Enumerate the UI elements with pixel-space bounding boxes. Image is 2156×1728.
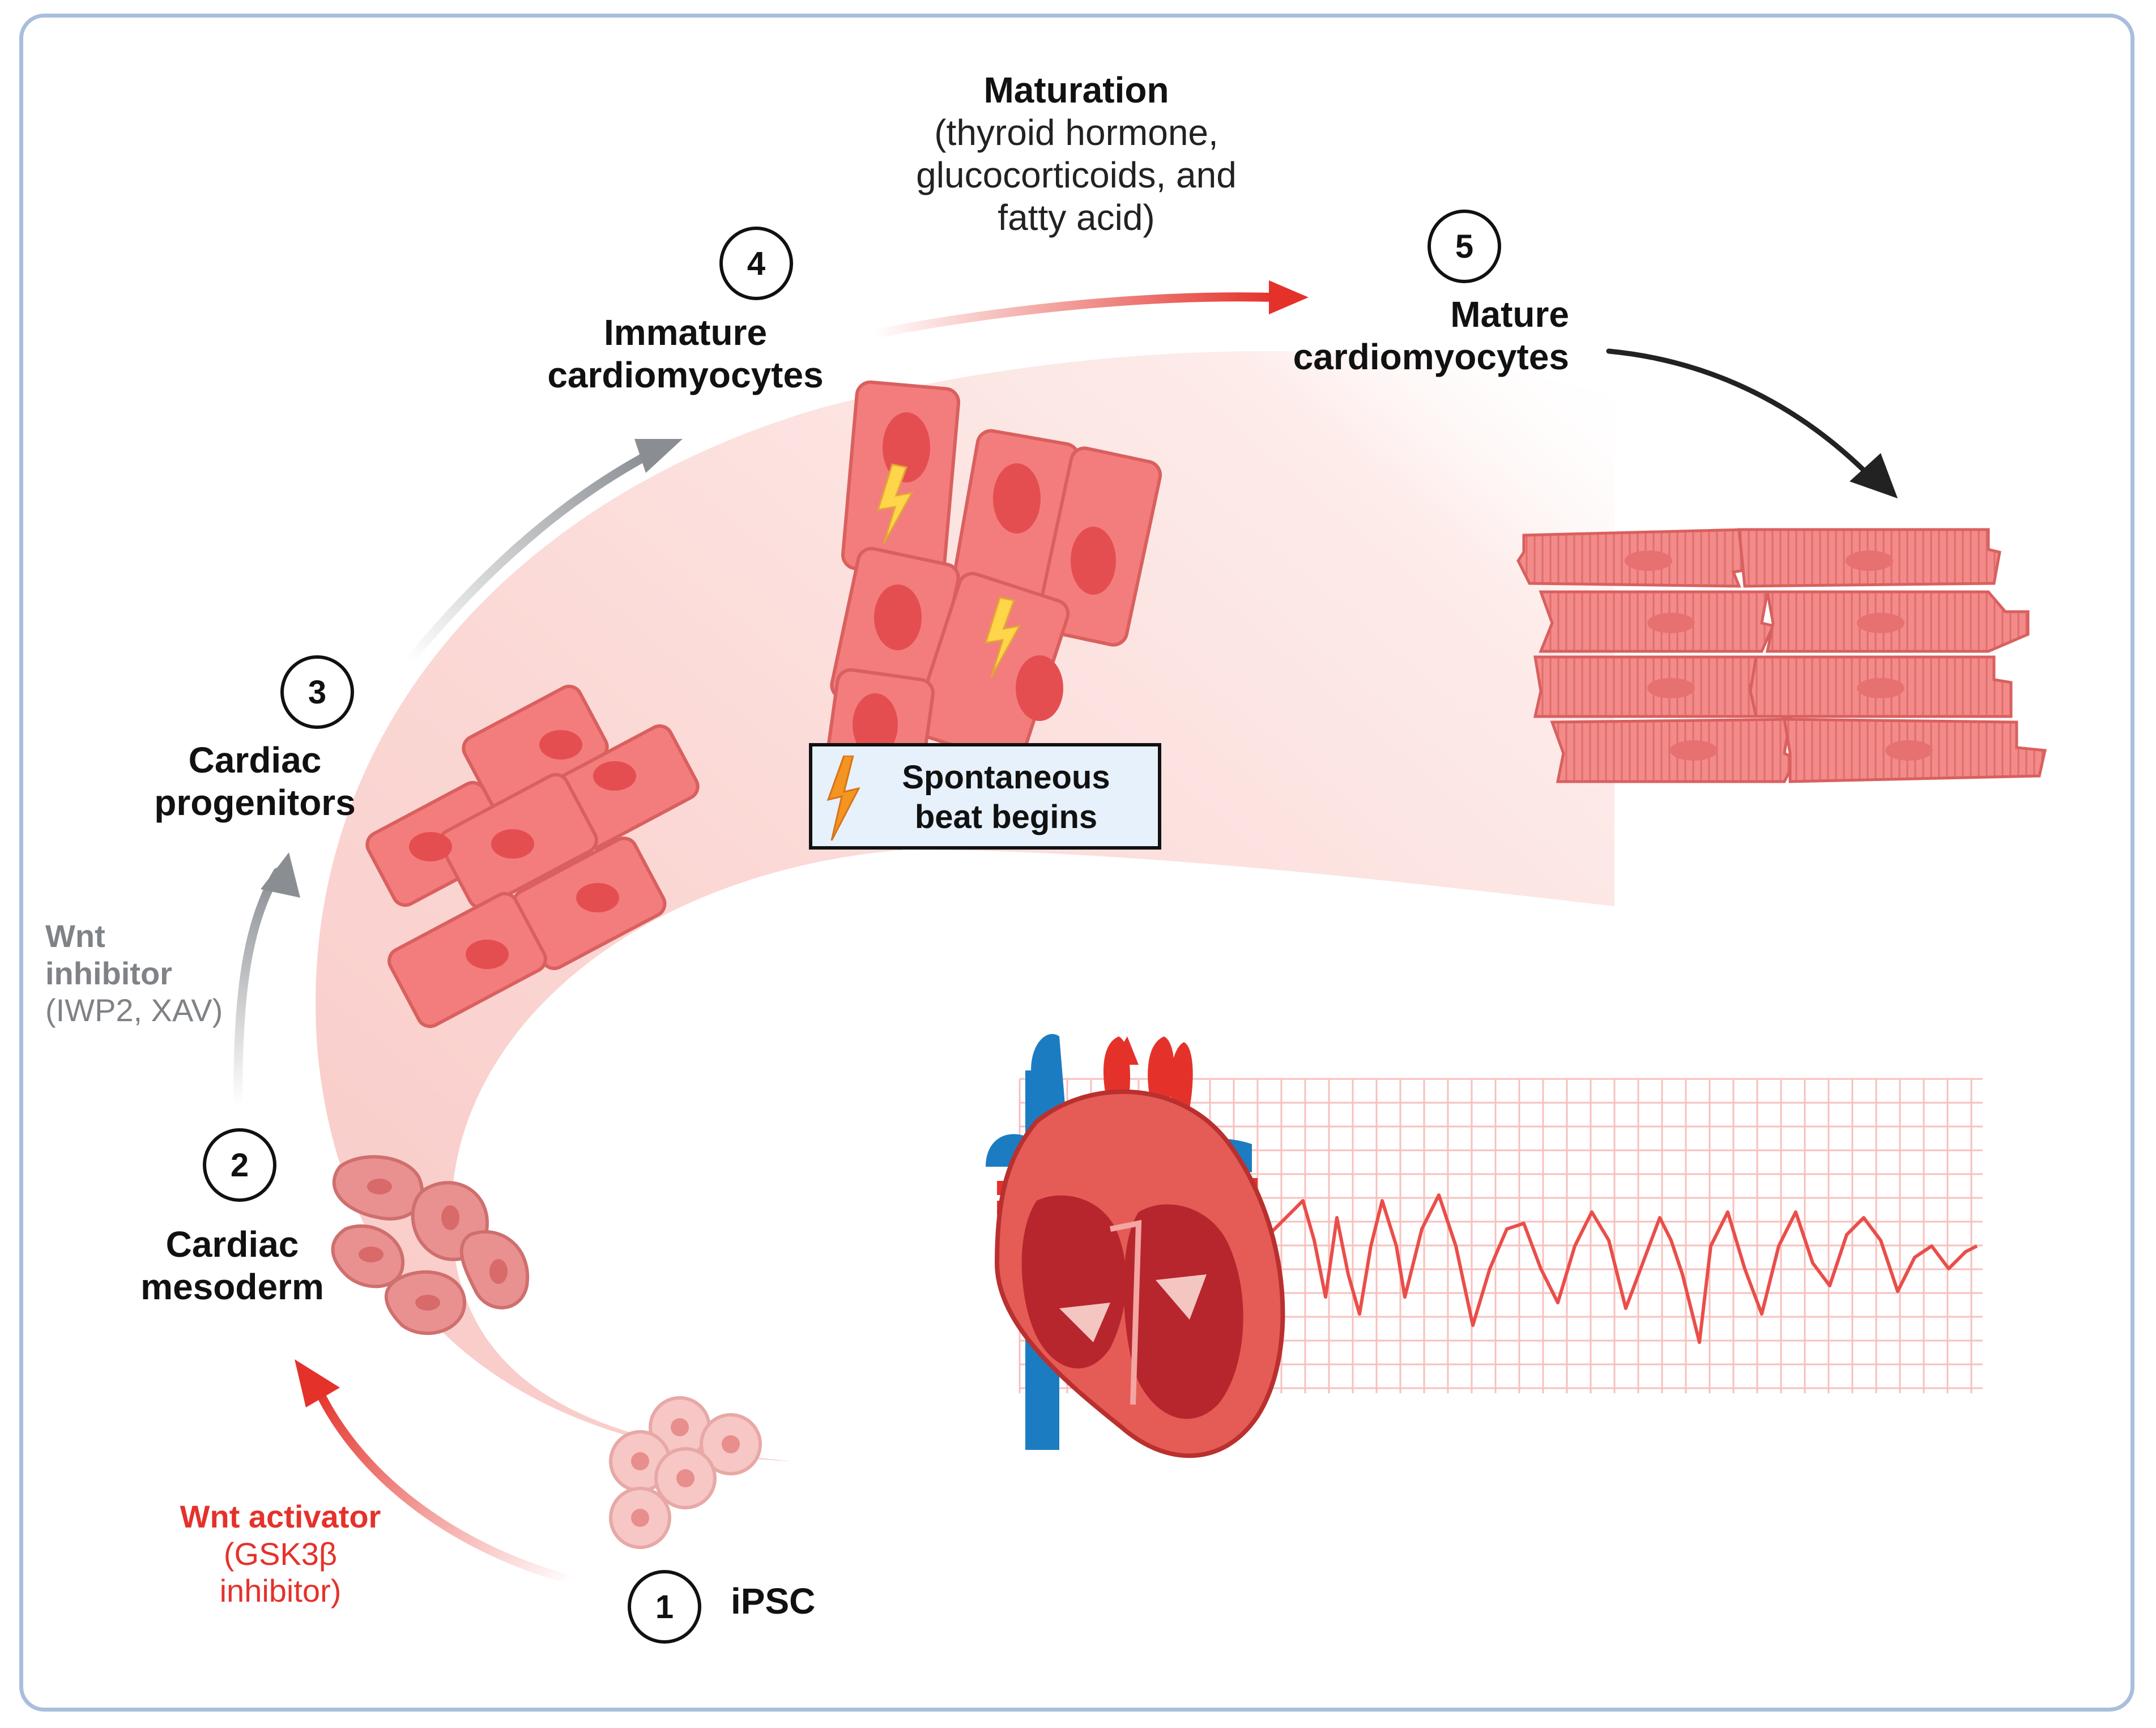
step-3-label: Cardiac progenitors bbox=[108, 739, 402, 824]
wnt-activator-arrow bbox=[295, 1359, 577, 1585]
maturation-detail-line: (thyroid hormone, bbox=[934, 112, 1218, 153]
wnt-inhibitor-detail: (IWP2, XAV) bbox=[45, 992, 223, 1029]
step-2-label-line: mesoderm bbox=[140, 1266, 324, 1307]
step-2-label-line: Cardiac bbox=[165, 1224, 299, 1265]
step-2-badge: 2 bbox=[203, 1128, 276, 1202]
lightning-bolt-icon bbox=[826, 756, 860, 840]
wnt-inhibitor-annotation: Wnt inhibitor (IWP2, XAV) bbox=[45, 918, 223, 1029]
beat-note-line: Spontaneous bbox=[902, 759, 1110, 796]
spontaneous-beat-note: Spontaneous beat begins bbox=[809, 743, 1161, 850]
step-3-label-line: Cardiac bbox=[188, 740, 322, 780]
wnt-activator-detail-line: inhibitor) bbox=[219, 1573, 342, 1609]
immature-cardiomyocyte-cells bbox=[816, 380, 1162, 850]
maturation-detail-line: fatty acid) bbox=[998, 197, 1155, 238]
step-5-label: Mature cardiomyocytes bbox=[1218, 293, 1569, 378]
step-3-label-line: progenitors bbox=[154, 782, 356, 823]
step-4-label: Immature cardiomyocytes bbox=[510, 312, 861, 396]
mature-to-tissue-arrow bbox=[1606, 348, 1898, 498]
step-2-label: Cardiac mesoderm bbox=[85, 1223, 380, 1308]
step-5-label-line: Mature bbox=[1450, 294, 1569, 335]
step-4-label-line: cardiomyocytes bbox=[547, 354, 824, 395]
wnt-inhibitor-arrow bbox=[233, 852, 300, 1109]
developmental-band bbox=[316, 351, 1615, 1462]
step-3-badge: 3 bbox=[280, 655, 354, 729]
maturation-annotation: Maturation (thyroid hormone, glucocortic… bbox=[844, 69, 1309, 239]
step-1-label: iPSC bbox=[731, 1581, 816, 1622]
maturation-title: Maturation bbox=[983, 70, 1169, 110]
wnt-activator-detail-line: (GSK3β bbox=[223, 1535, 338, 1572]
wnt-activator-annotation: Wnt activator (GSK3β inhibitor) bbox=[136, 1498, 425, 1610]
mesoderm-cells bbox=[331, 1155, 530, 1335]
step-4-badge: 4 bbox=[719, 227, 793, 300]
progenitor-to-immature-arrow bbox=[403, 439, 683, 667]
step-5-badge: 5 bbox=[1428, 210, 1501, 283]
beat-note-line: beat begins bbox=[914, 798, 1098, 835]
wnt-inhibitor-title-line: Wnt bbox=[45, 918, 105, 954]
wnt-activator-title: Wnt activator bbox=[180, 1499, 381, 1534]
ipsc-cells bbox=[609, 1396, 762, 1549]
wnt-inhibitor-title-line: inhibitor bbox=[45, 955, 172, 991]
ecg-trace bbox=[1267, 1193, 1978, 1344]
maturation-arrow bbox=[868, 280, 1309, 339]
progenitor-cells bbox=[365, 684, 700, 1029]
step-5-label-line: cardiomyocytes bbox=[1293, 336, 1569, 377]
maturation-detail-line: glucocorticoids, and bbox=[916, 154, 1237, 195]
mature-cardiomyocyte-tissue bbox=[1516, 528, 2047, 783]
step-4-label-line: Immature bbox=[603, 312, 768, 353]
beat-note-text: Spontaneous beat begins bbox=[864, 758, 1148, 837]
heart-illustration bbox=[986, 1034, 1285, 1458]
step-1-badge: 1 bbox=[628, 1570, 701, 1644]
